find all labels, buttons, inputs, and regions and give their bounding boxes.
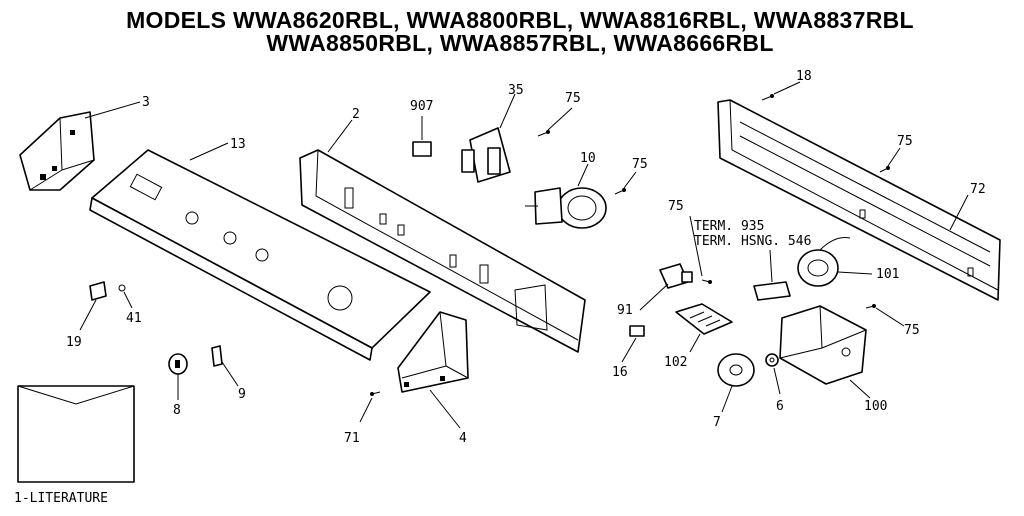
callout-19: 19 [66,335,82,350]
leader-10 [577,163,589,187]
leader-100 [849,379,871,399]
leader-6 [773,367,781,395]
callout-91: 91 [617,303,633,318]
leader-4 [429,389,461,429]
part-102-terminal-block[interactable] [675,303,733,335]
leader-72 [949,194,969,231]
callout-10: 10 [580,151,596,166]
part-75-screw-e[interactable] [865,304,876,309]
leader-71 [359,397,373,423]
leader-75d [689,215,703,277]
part-75-screw-d[interactable] [701,279,712,284]
literature-envelope[interactable] [17,385,135,483]
leader-2 [327,119,353,153]
part-terminal-housing[interactable] [753,281,791,301]
part-6-nut[interactable] [765,353,779,367]
part-100-timer[interactable] [779,305,867,385]
part-72-back-panel[interactable] [717,99,1001,301]
part-18-screw[interactable] [761,94,774,101]
part-35-switch[interactable] [461,127,511,183]
callout-72: 72 [970,182,986,197]
leader-13 [189,142,229,161]
diagram-title-line-1: MODELS WWA8620RBL, WWA8800RBL, WWA8816RB… [126,7,914,33]
callout-75-a: 75 [565,91,581,106]
term-housing-label: TERM. HSNG. 546 [694,234,811,249]
part-91-terminal[interactable] [659,263,693,289]
part-2-panel-bracket[interactable] [299,149,586,353]
part-3-end-cap[interactable] [19,111,95,191]
literature-label: 1-LITERATURE [14,491,108,506]
part-71-screw[interactable] [370,391,381,396]
callout-18: 18 [796,69,812,84]
part-16-clip[interactable] [629,325,645,337]
callout-101: 101 [876,267,899,282]
callout-3: 3 [142,95,150,110]
callout-16: 16 [612,365,628,380]
part-8-knob[interactable] [168,353,188,375]
callout-75-b: 75 [632,157,648,172]
leader-9 [221,361,239,387]
leader-7 [721,385,733,413]
callout-100: 100 [864,399,887,414]
callout-9: 9 [238,387,246,402]
leader-18 [773,81,801,95]
part-7-knob[interactable] [717,353,755,387]
part-75-screw-b[interactable] [614,188,626,195]
leader-41 [123,291,133,309]
part-13-control-panel[interactable] [89,149,431,361]
leader-16 [621,337,637,363]
leader-102 [689,333,701,353]
callout-4: 4 [459,431,467,446]
leader-75a [547,107,573,131]
leader-91 [639,283,669,311]
part-19-clip[interactable] [89,281,107,301]
callout-71: 71 [344,431,360,446]
callout-13: 13 [230,137,246,152]
callout-2: 2 [352,107,360,122]
callout-35: 35 [508,83,524,98]
callout-8: 8 [173,403,181,418]
leader-terminal-housing [769,249,773,283]
leader-35 [499,93,516,129]
callout-7: 7 [713,415,721,430]
leader-19 [79,299,97,331]
leader-101 [837,271,873,275]
part-75-screw-a[interactable] [537,130,550,137]
part-101-timer-motor[interactable] [797,237,851,287]
leader-75e [875,307,905,327]
leader-75b [623,171,637,189]
part-75-screw-c[interactable] [879,166,890,173]
callout-907: 907 [410,99,433,114]
part-41-screw[interactable] [118,284,126,292]
diagram-title-line-2: WWA8850RBL, WWA8857RBL, WWA8666RBL [266,30,774,56]
part-4-end-cap[interactable] [397,311,469,393]
leader-3 [84,101,141,119]
leader-75c [887,147,901,167]
callout-75-d: 75 [668,199,684,214]
callout-6: 6 [776,399,784,414]
part-10-pressure-switch[interactable] [525,187,607,229]
callout-102: 102 [664,355,687,370]
term-935-label: TERM. 935 [694,219,764,234]
callout-75-c: 75 [897,134,913,149]
callout-75-e: 75 [904,323,920,338]
part-907[interactable] [412,141,432,157]
callout-41: 41 [126,311,142,326]
part-9-clip[interactable] [211,345,223,367]
